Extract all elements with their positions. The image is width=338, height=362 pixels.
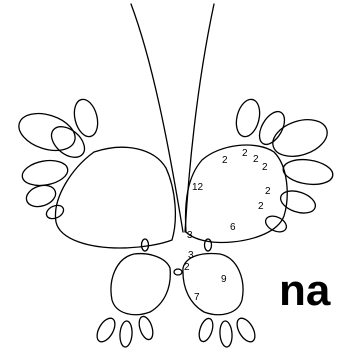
left-petal-4 <box>20 157 69 189</box>
forewing-count-8: 6 <box>230 222 236 233</box>
hindwing-connector <box>174 269 182 275</box>
left-wing-spot <box>142 239 149 251</box>
right-hind-lobe-1 <box>197 317 216 344</box>
left-hind-lobe-3 <box>137 315 156 342</box>
right-hindwing <box>183 254 243 315</box>
right-hind-lobe-3 <box>233 315 258 345</box>
left-forewing <box>55 147 175 248</box>
cropped-word: na <box>279 266 331 315</box>
left-hind-lobe-2 <box>119 321 133 348</box>
forewing-count-3: 2 <box>253 154 259 165</box>
right-petal-4 <box>282 157 335 188</box>
right-petal-5 <box>278 187 318 217</box>
hindwing-count-3: 9 <box>221 274 227 285</box>
hindwing-count-4: 7 <box>194 292 200 303</box>
forewing-count-5: 2 <box>265 186 271 197</box>
left-petal-3 <box>14 107 80 157</box>
forewing-count-2: 2 <box>242 148 248 159</box>
forewing-count-9: 3 <box>187 230 193 241</box>
left-petal-2 <box>46 121 91 164</box>
forewing-count-6: 2 <box>258 201 264 212</box>
forewing-count-4: 2 <box>262 162 268 173</box>
hindwing-count-1: 3 <box>188 250 194 261</box>
forewing-count-7: 12 <box>192 182 204 193</box>
left-hind-lobe-1 <box>93 315 118 345</box>
right-hind-lobe-2 <box>219 321 233 348</box>
left-hindwing <box>111 254 170 315</box>
right-petal-6 <box>263 213 289 235</box>
left-antenna <box>131 4 183 232</box>
forewing-count-1: 2 <box>222 155 228 166</box>
right-petal-1 <box>233 97 264 139</box>
right-forewing <box>186 145 288 242</box>
hindwing-count-2: 2 <box>184 262 190 273</box>
right-antenna <box>185 4 214 232</box>
